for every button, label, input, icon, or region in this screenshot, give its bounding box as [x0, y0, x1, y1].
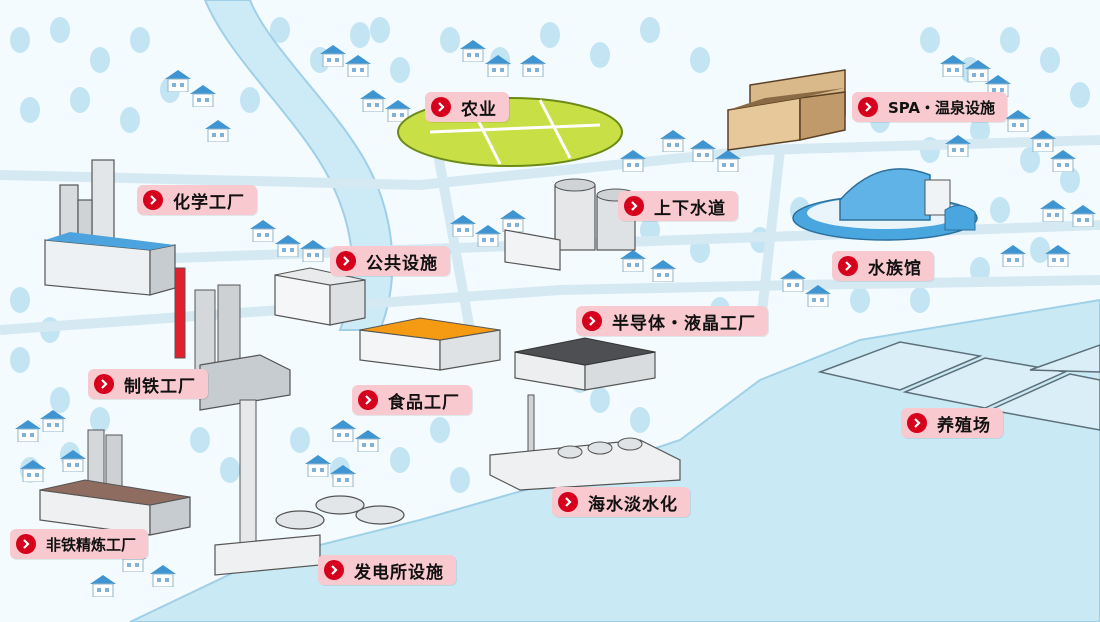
tree — [90, 47, 110, 73]
label-water-supply[interactable]: 上下水道 — [618, 191, 738, 221]
tree — [430, 417, 450, 443]
tree — [220, 457, 240, 483]
chevron-right-icon — [558, 492, 578, 512]
water-treatment-plant — [504, 178, 636, 271]
tree — [850, 287, 870, 313]
tree — [50, 387, 70, 413]
tree — [130, 27, 150, 53]
tree — [970, 257, 990, 283]
chevron-right-icon — [336, 251, 356, 271]
label-power[interactable]: 发电所设施 — [318, 555, 456, 585]
label-food[interactable]: 食品工厂 — [352, 385, 472, 415]
tree — [390, 447, 410, 473]
tree — [10, 347, 30, 373]
tree — [690, 47, 710, 73]
nonferrous-refinery — [39, 429, 191, 536]
label-steel[interactable]: 制铁工厂 — [88, 369, 208, 399]
tree — [640, 17, 660, 43]
chevron-right-icon — [324, 560, 344, 580]
tree — [290, 427, 310, 453]
label-fish-farm[interactable]: 养殖场 — [901, 408, 1003, 438]
tree — [990, 197, 1010, 223]
label-nonferrous[interactable]: 非铁精炼工厂 — [10, 529, 149, 559]
spa-building — [727, 69, 846, 151]
tree — [20, 97, 40, 123]
label-spa[interactable]: SPA・温泉设施 — [852, 92, 1008, 122]
chevron-right-icon — [143, 190, 163, 210]
label-semiconductor[interactable]: 半导体・液晶工厂 — [576, 306, 768, 336]
label-chemical[interactable]: 化学工厂 — [137, 185, 257, 215]
chevron-right-icon — [94, 374, 114, 394]
tree — [90, 407, 110, 433]
tree — [540, 22, 560, 48]
tree — [1000, 27, 1020, 53]
chevron-right-icon — [16, 534, 36, 554]
chevron-right-icon — [358, 390, 378, 410]
power-plant — [214, 399, 405, 576]
tree — [590, 387, 610, 413]
label-public[interactable]: 公共设施 — [330, 246, 450, 276]
tree — [70, 87, 90, 113]
tree — [920, 27, 940, 53]
tree — [240, 87, 260, 113]
tree — [350, 22, 370, 48]
desalination-plant — [489, 394, 681, 491]
tree — [630, 407, 650, 433]
aquarium-building — [792, 168, 978, 241]
tree — [1030, 237, 1050, 263]
chevron-right-icon — [624, 196, 644, 216]
chevron-right-icon — [431, 97, 451, 117]
tree — [1070, 82, 1090, 108]
fish-farm-nets — [817, 341, 1100, 431]
chevron-right-icon — [907, 413, 927, 433]
semiconductor-factory — [514, 337, 656, 391]
chevron-right-icon — [838, 256, 858, 276]
tree — [50, 17, 70, 43]
chemical-plant — [44, 159, 176, 296]
label-aquarium[interactable]: 水族馆 — [832, 251, 934, 281]
tree — [450, 467, 470, 493]
tree — [370, 17, 390, 43]
tree — [120, 107, 140, 133]
tree — [270, 17, 290, 43]
tree — [910, 287, 930, 313]
label-agriculture[interactable]: 农业 — [425, 92, 509, 122]
tree — [1060, 167, 1080, 193]
tree — [1040, 47, 1060, 73]
steel-factory — [174, 267, 291, 411]
public-building — [274, 267, 366, 326]
tree — [970, 117, 990, 143]
tree — [440, 27, 460, 53]
chevron-right-icon — [582, 311, 602, 331]
tree — [1020, 147, 1040, 173]
tree — [10, 27, 30, 53]
tree — [590, 42, 610, 68]
tree — [390, 57, 410, 83]
label-desalination[interactable]: 海水淡水化 — [552, 487, 690, 517]
chevron-right-icon — [858, 97, 878, 117]
food-factory — [359, 317, 501, 371]
tree — [10, 287, 30, 313]
tree — [190, 427, 210, 453]
